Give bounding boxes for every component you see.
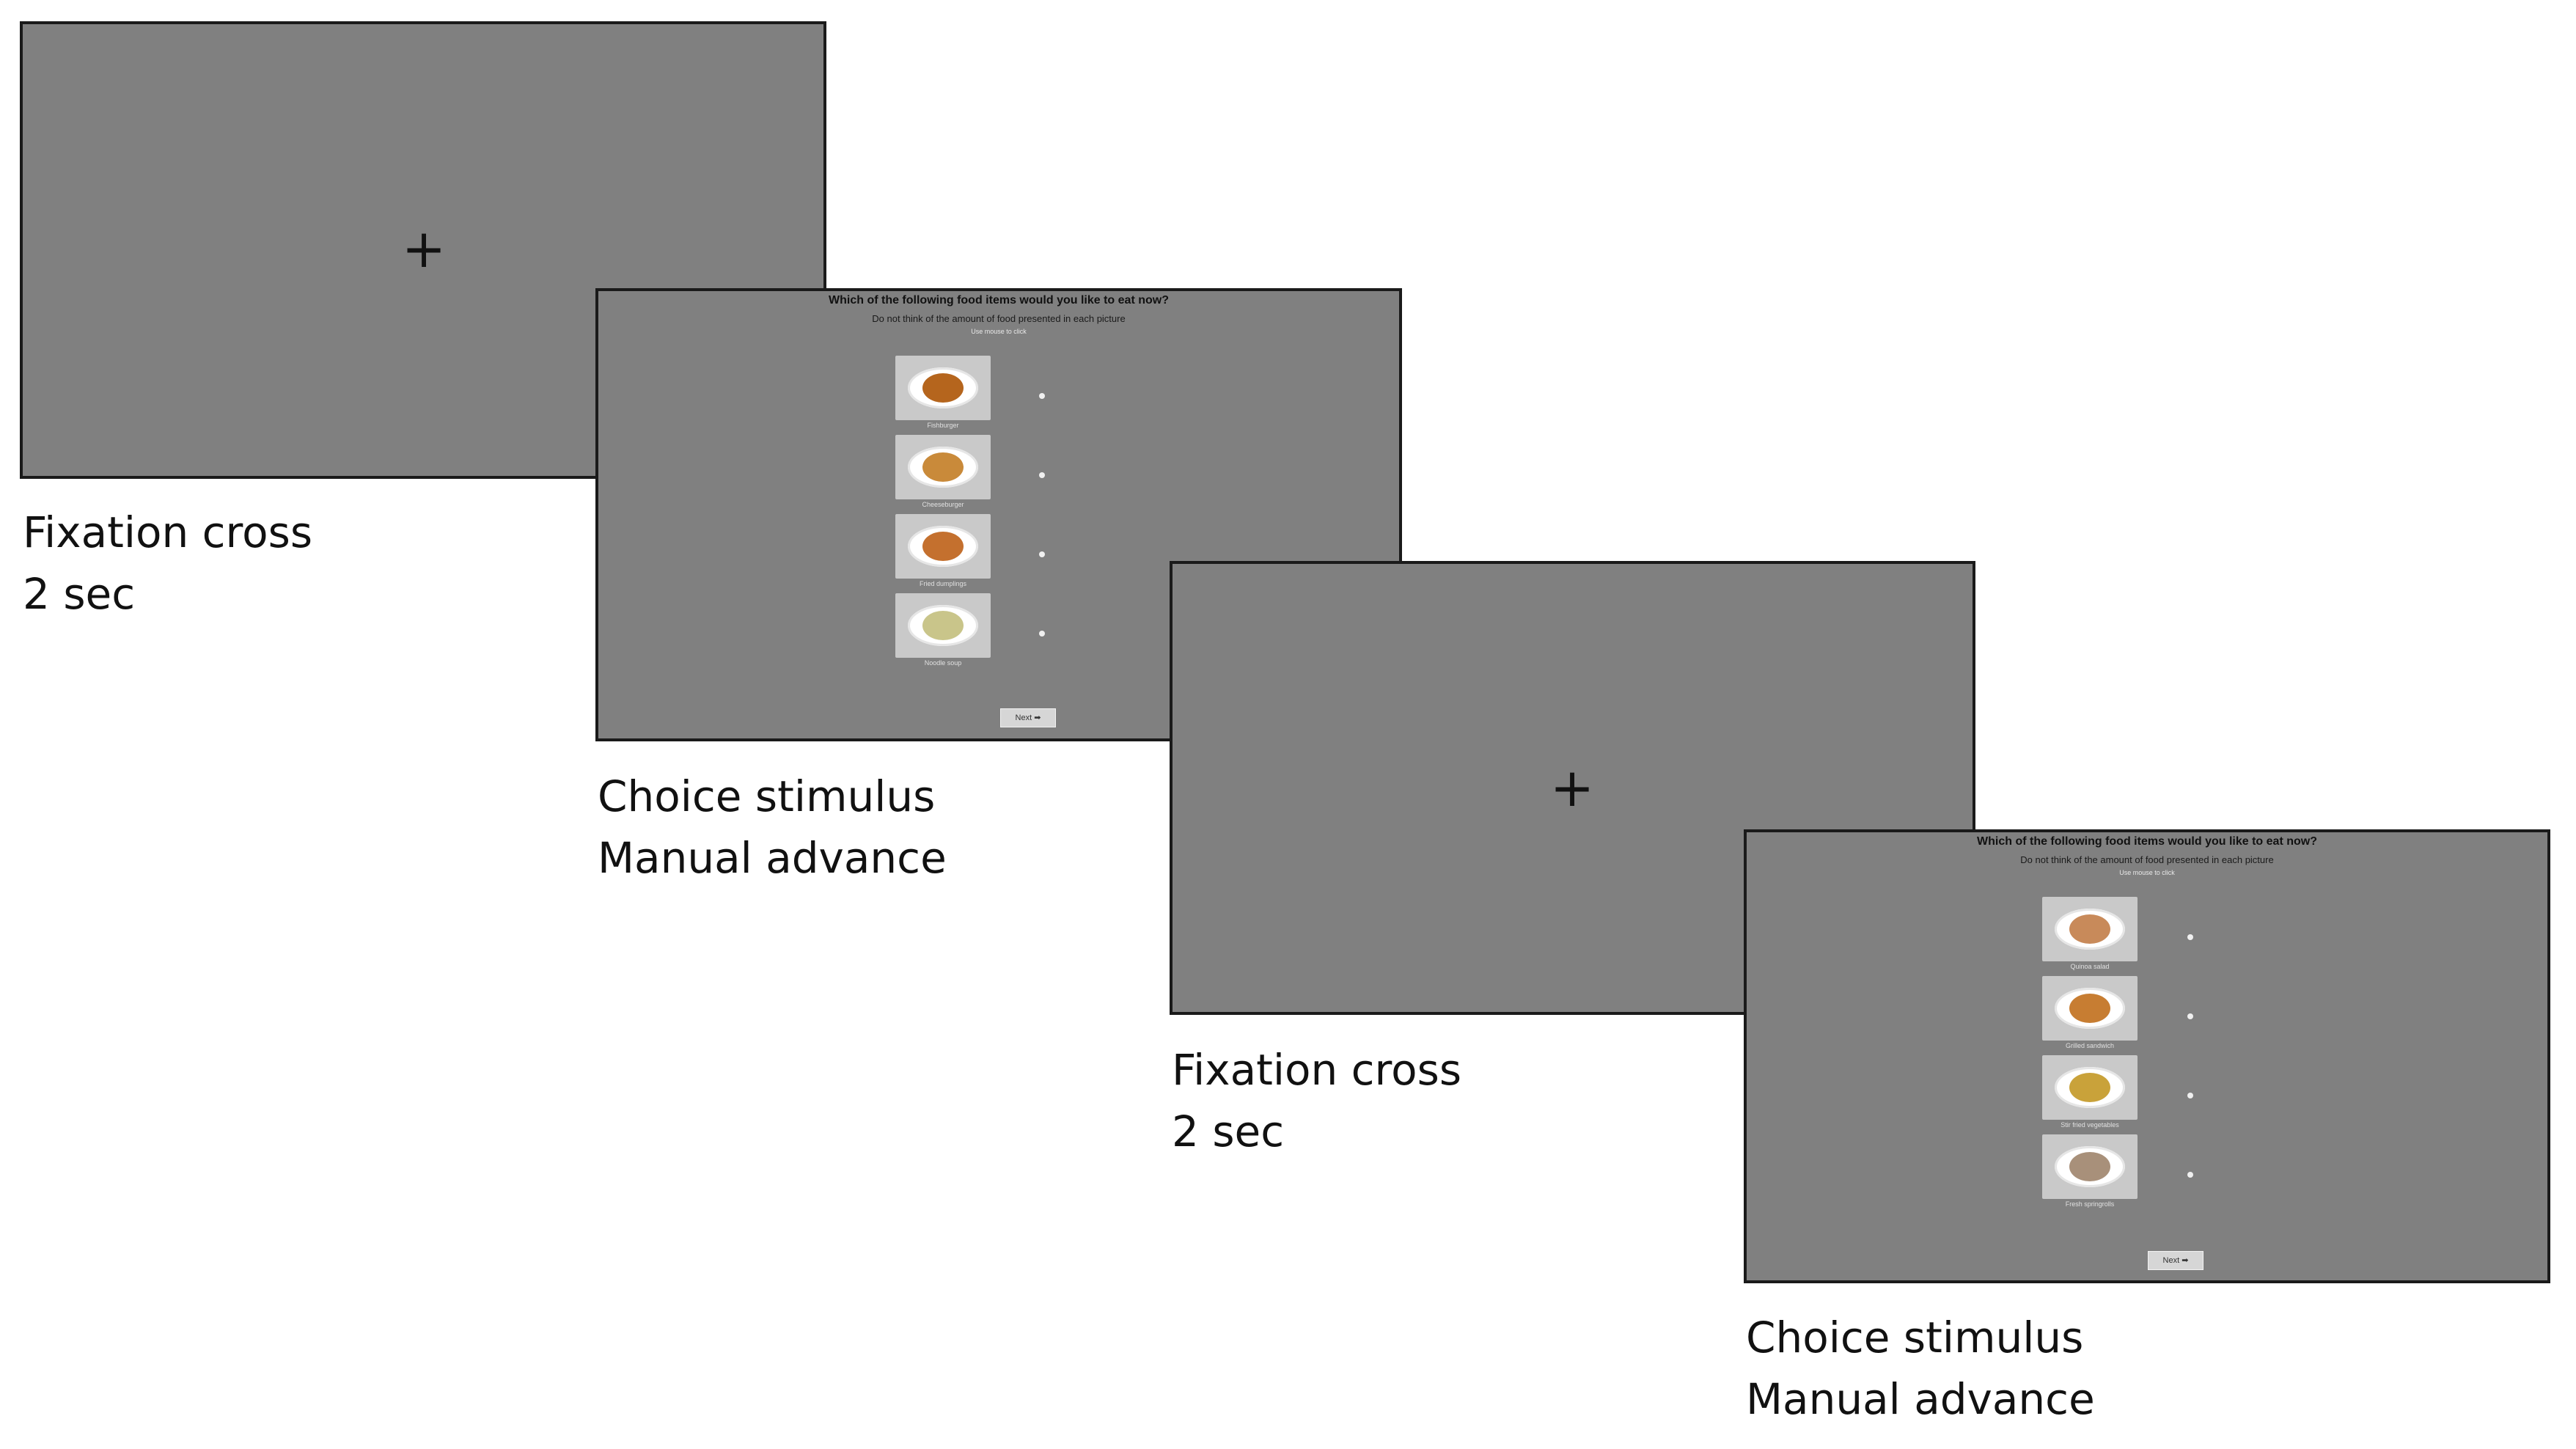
food-option[interactable]: Stir fried vegetables — [2042, 1055, 2138, 1134]
caption-duration: Manual advance — [1746, 1374, 2095, 1424]
fixation-cross: + — [401, 218, 447, 279]
food-label: Stir fried vegetables — [2061, 1121, 2119, 1129]
food-fill — [922, 373, 964, 403]
caption-title: Fixation cross — [1172, 1045, 1462, 1095]
caption-duration: 2 sec — [23, 569, 136, 619]
caption-duration: Manual advance — [598, 833, 947, 883]
caption-4: Choice stimulus Manual advance — [1746, 1307, 2095, 1430]
fixation-cross: + — [1549, 757, 1595, 818]
caption-duration: 2 sec — [1172, 1107, 1285, 1156]
food-option[interactable]: Fried dumplings — [895, 514, 991, 593]
question-instruction: Do not think of the amount of food prese… — [2020, 854, 2274, 865]
food-label: Quinoa salad — [2070, 963, 2110, 970]
choice-radio[interactable] — [1039, 631, 1045, 637]
food-label: Grilled sandwich — [2065, 1042, 2115, 1049]
food-label: Noodle soup — [924, 659, 962, 667]
food-image — [895, 435, 991, 499]
choice-radio[interactable] — [1039, 472, 1045, 478]
food-fill — [2069, 1073, 2110, 1102]
food-label: Fresh springrolls — [2065, 1200, 2115, 1208]
caption-3: Fixation cross 2 sec — [1172, 1039, 1461, 1162]
fixation-screen-1: + — [20, 21, 826, 479]
choice-screen-2: Which of the following food items would … — [1744, 829, 2550, 1283]
food-image — [2042, 1055, 2138, 1120]
choice-radio[interactable] — [1039, 551, 1045, 557]
food-fill — [2069, 994, 2110, 1023]
choice-radio[interactable] — [1039, 393, 1045, 399]
food-option[interactable]: Fishburger — [895, 356, 991, 435]
food-option[interactable]: Grilled sandwich — [2042, 976, 2138, 1055]
choice-radio[interactable] — [2187, 934, 2193, 940]
food-option[interactable]: Noodle soup — [895, 593, 991, 672]
food-fill — [922, 452, 964, 482]
next-button[interactable]: Next ➡ — [2148, 1251, 2203, 1270]
caption-1: Fixation cross 2 sec — [23, 502, 312, 625]
question-instruction: Do not think of the amount of food prese… — [872, 313, 1126, 324]
caption-title: Choice stimulus — [1746, 1313, 2084, 1362]
food-image — [2042, 1134, 2138, 1199]
food-image — [895, 514, 991, 579]
question-hint: Use mouse to click — [2119, 869, 2175, 876]
caption-title: Choice stimulus — [598, 771, 936, 821]
next-button[interactable]: Next ➡ — [1000, 708, 1056, 727]
choice-radio[interactable] — [2187, 1172, 2193, 1178]
caption-title: Fixation cross — [23, 507, 313, 557]
food-image — [895, 356, 991, 420]
question-hint: Use mouse to click — [971, 328, 1027, 335]
choice-radio[interactable] — [2187, 1093, 2193, 1098]
food-option[interactable]: Fresh springrolls — [2042, 1134, 2138, 1214]
food-option[interactable]: Quinoa salad — [2042, 897, 2138, 976]
question-title: Which of the following food items would … — [1977, 835, 2317, 848]
food-option[interactable]: Cheeseburger — [895, 435, 991, 514]
food-image — [2042, 976, 2138, 1041]
food-fill — [2069, 914, 2110, 944]
food-label: Fishburger — [927, 422, 959, 429]
choice-radio[interactable] — [2187, 1013, 2193, 1019]
food-image — [895, 593, 991, 658]
caption-2: Choice stimulus Manual advance — [598, 766, 947, 889]
food-image — [2042, 897, 2138, 961]
food-label: Fried dumplings — [919, 580, 967, 587]
food-label: Cheeseburger — [922, 501, 964, 508]
food-fill — [2069, 1152, 2110, 1181]
question-title: Which of the following food items would … — [829, 294, 1169, 307]
food-fill — [922, 532, 964, 561]
food-fill — [922, 611, 964, 640]
